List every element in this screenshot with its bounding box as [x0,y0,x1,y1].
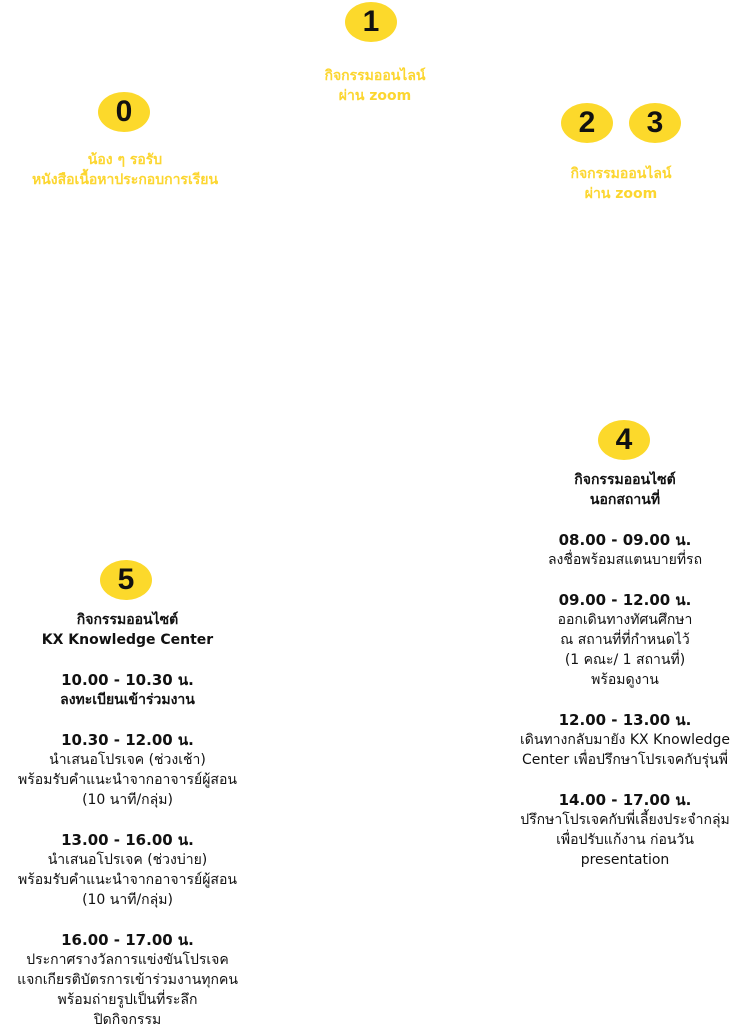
schedule-line: Center เพื่อปรึกษาโปรเจคกับรุ่นพี่ [522,752,728,768]
schedule-time: 10.00 - 10.30 น. [61,671,194,689]
step-4-details: กิจกรรมออนไซต์ นอกสถานที่ 08.00 - 09.00 … [500,470,742,870]
schedule-line: นำเสนอโปรเจค (ช่วงเช้า) [49,752,206,768]
schedule-line: นำเสนอโปรเจค (ช่วงบ่าย) [47,852,208,868]
schedule-line: presentation [580,852,670,868]
schedule-line: ลงทะเบียนเข้าร่วมงาน [60,692,195,708]
step-0-badge: 0 [98,92,150,132]
schedule-line: ณ สถานที่ที่กำหนดไว้ [560,632,690,648]
step-0-caption: น้อง ๆ รอรับ หนังสือเนื้อหาประกอบการเรีย… [0,150,250,190]
schedule-line: ปรึกษาโปรเจคกับพี่เลี้ยงประจำกลุ่ม [520,812,730,828]
schedule-time: 13.00 - 16.00 น. [61,831,194,849]
step-4-title: นอกสถานที่ [589,492,661,508]
schedule-line: ออกเดินทางทัศนศึกษา [557,612,693,628]
step-1-line: กิจกรรมออนไลน์ [324,68,426,84]
step-2-badge: 2 [561,103,613,143]
schedule-line: (1 คณะ/ 1 สถานที่) [564,652,686,668]
schedule-line: ปิดกิจกรรม [93,1012,162,1028]
step-5-title: กิจกรรมออนไซต์ [76,612,179,628]
step-3-badge: 3 [629,103,681,143]
schedule-time: 12.00 - 13.00 น. [558,711,692,729]
schedule-time: 08.00 - 09.00 น. [558,531,692,549]
step-2-3-caption: กิจกรรมออนไลน์ ผ่าน zoom [546,164,696,204]
schedule-time: 16.00 - 17.00 น. [61,931,194,949]
schedule-line: (10 นาที/กลุ่ม) [82,792,173,808]
schedule-time: 14.00 - 17.00 น. [558,791,692,809]
step-0-line: หนังสือเนื้อหาประกอบการเรียน [31,172,219,188]
step-1-line: ผ่าน zoom [338,88,412,104]
schedule-line: (10 นาที/กลุ่ม) [82,892,173,908]
schedule-line: ลงชื่อพร้อมสแตนบายที่รถ [547,552,703,568]
schedule-line: พร้อมรับคำแนะนำจากอาจารย์ผู้สอน [18,872,237,888]
schedule-line: เดินทางกลับมายัง KX Knowledge [519,732,731,748]
schedule-time: 10.30 - 12.00 น. [61,731,194,749]
step-1-caption: กิจกรรมออนไลน์ ผ่าน zoom [300,66,450,106]
step-4-badge: 4 [598,420,650,460]
step-4-title: กิจกรรมออนไซต์ [574,472,676,488]
schedule-line: พร้อมรับคำแนะนำจากอาจารย์ผู้สอน [18,772,237,788]
step-3-line: ผ่าน zoom [584,186,658,202]
step-1-badge: 1 [345,2,397,42]
schedule-line: พร้อมถ่ายรูปเป็นที่ระลึก [57,992,198,1008]
step-5-details: กิจกรรมออนไซต์ KX Knowledge Center 10.00… [0,610,255,1030]
schedule-time: 09.00 - 12.00 น. [558,591,692,609]
step-3-line: กิจกรรมออนไลน์ [570,166,672,182]
schedule-line: เพื่อปรับแก้งาน ก่อนวัน [556,832,694,848]
step-5-title: KX Knowledge Center [41,632,214,648]
schedule-line: พร้อมดูงาน [591,672,659,688]
step-5-badge: 5 [100,560,152,600]
schedule-line: แจกเกียรติบัตรการเข้าร่วมงานทุกคน [17,972,238,988]
schedule-line: ประกาศรางวัลการแข่งขันโปรเจค [26,952,229,968]
step-0-line: น้อง ๆ รอรับ [87,152,163,168]
